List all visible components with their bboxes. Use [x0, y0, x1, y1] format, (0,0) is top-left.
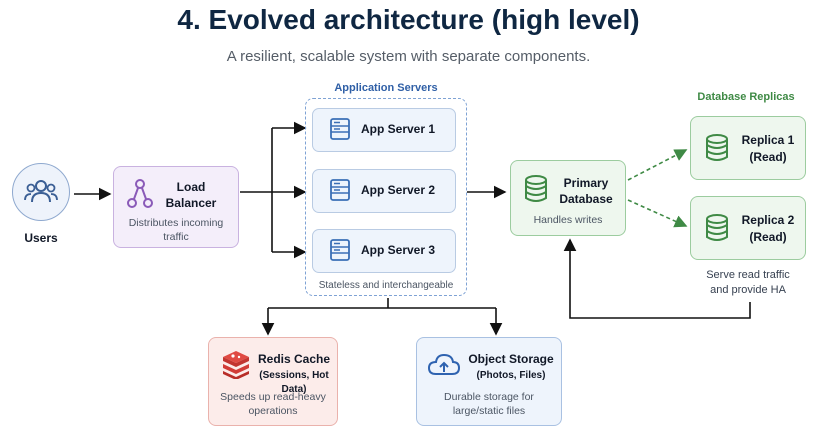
db-to-replica1-arrow — [627, 149, 688, 181]
redis-cache-box: Redis Cache (Sessions, Hot Data) Speeds … — [208, 337, 338, 426]
server-icon — [330, 179, 350, 201]
replicas-caption-2: and provide HA — [710, 284, 786, 296]
lb-to-apps-arrows — [240, 128, 273, 252]
primary-db-title-2: Database — [559, 192, 613, 206]
page-subtitle: A resilient, scalable system with separa… — [226, 48, 591, 65]
db-to-replica2-arrow — [627, 199, 688, 228]
object-storage-title: Object Storage — [468, 352, 554, 366]
app-server-3: App Server 3 — [312, 229, 456, 273]
server-icon — [330, 239, 350, 261]
database-icon — [706, 134, 728, 161]
load-balancer-icon — [127, 179, 153, 208]
primary-db-title-1: Primary — [563, 176, 609, 190]
replica-2-sub: (Read) — [749, 230, 787, 244]
replica-to-db-arrow — [563, 238, 751, 319]
page-title: 4. Evolved architecture (high level) — [177, 4, 640, 35]
apps-to-storage-arrows — [268, 298, 496, 309]
redis-sub: (Sessions, Hot Data) — [259, 370, 329, 395]
replica-1-box: Replica 1 (Read) — [690, 116, 806, 180]
object-storage-box: Object Storage (Photos, Files) Durable s… — [416, 337, 562, 426]
object-storage-desc-1: Durable storage for — [444, 391, 534, 403]
database-icon — [706, 214, 728, 241]
users-icon — [24, 180, 58, 203]
app-server-2: App Server 2 — [312, 169, 456, 213]
redis-desc-1: Speeds up read-heavy — [220, 391, 326, 403]
replica-2-box: Replica 2 (Read) — [690, 196, 806, 260]
primary-database-box: Primary Database Handles writes — [510, 160, 626, 236]
lb-desc-2: traffic — [163, 231, 189, 243]
app-servers-caption: Stateless and interchangeable — [318, 280, 454, 291]
redis-desc-2: operations — [248, 405, 298, 417]
app-server-label: App Server 3 — [361, 243, 436, 257]
users-label: Users — [24, 231, 58, 245]
lb-title-2: Balancer — [165, 196, 217, 210]
database-icon — [525, 175, 547, 202]
app-servers-group — [305, 98, 467, 296]
app-server-1: App Server 1 — [312, 108, 456, 152]
redis-icon — [223, 351, 249, 379]
replica-2-title: Replica 2 — [741, 213, 795, 227]
users-node — [12, 163, 70, 221]
server-icon — [330, 118, 350, 140]
replica-1-sub: (Read) — [749, 150, 787, 164]
replicas-caption-1: Serve read traffic — [706, 269, 790, 281]
app-server-label: App Server 1 — [361, 122, 436, 136]
cloud-upload-icon — [427, 353, 461, 375]
app-servers-group-label: Application Servers — [334, 82, 438, 94]
redis-title: Redis Cache — [257, 352, 331, 366]
lb-desc-1: Distributes incoming — [128, 217, 224, 229]
replica-1-title: Replica 1 — [741, 133, 795, 147]
load-balancer-box: Load Balancer Distributes incoming traff… — [113, 166, 239, 248]
db-replicas-group-label: Database Replicas — [697, 91, 795, 103]
object-storage-sub: (Photos, Files) — [476, 370, 546, 381]
lb-title-1: Load — [176, 180, 206, 194]
app-server-label: App Server 2 — [361, 183, 436, 197]
primary-db-desc: Handles writes — [533, 214, 603, 226]
object-storage-desc-2: large/static files — [452, 405, 526, 417]
